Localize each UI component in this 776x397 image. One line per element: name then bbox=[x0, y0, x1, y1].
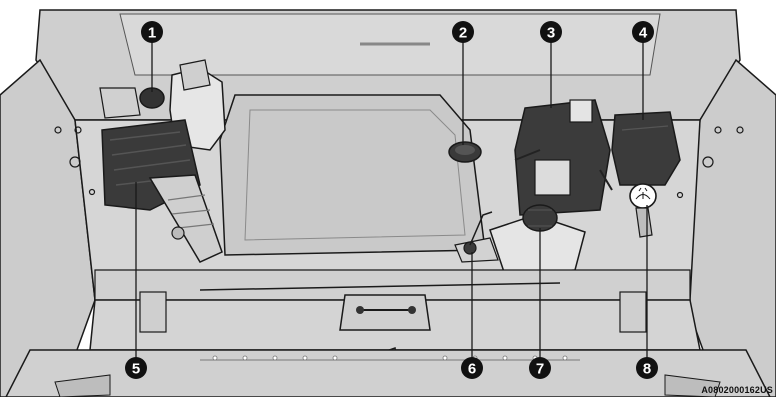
engine-cover bbox=[220, 95, 485, 255]
callout-5: 5 bbox=[125, 357, 147, 379]
callout-4: 4 bbox=[632, 21, 654, 43]
callout-6: 6 bbox=[461, 357, 483, 379]
callout-7-label: 7 bbox=[536, 361, 544, 378]
coolant-cap bbox=[523, 205, 557, 231]
battery bbox=[515, 100, 610, 215]
callout-1: 1 bbox=[141, 21, 163, 43]
callout-6-label: 6 bbox=[468, 361, 476, 378]
callout-5-label: 5 bbox=[132, 361, 140, 378]
callout-2-label: 2 bbox=[459, 25, 467, 42]
callout-2: 2 bbox=[452, 21, 474, 43]
callout-7: 7 bbox=[529, 357, 551, 379]
power-distribution-center bbox=[612, 112, 680, 185]
callout-3: 3 bbox=[540, 21, 562, 43]
callout-4-label: 4 bbox=[639, 25, 648, 42]
callout-1-label: 1 bbox=[148, 25, 156, 42]
callout-3-label: 3 bbox=[547, 25, 555, 42]
callout-8: 8 bbox=[636, 357, 658, 379]
callout-8-label: 8 bbox=[643, 361, 651, 378]
figure-id: A0802000162US bbox=[701, 385, 773, 395]
hood-latch bbox=[340, 295, 430, 330]
